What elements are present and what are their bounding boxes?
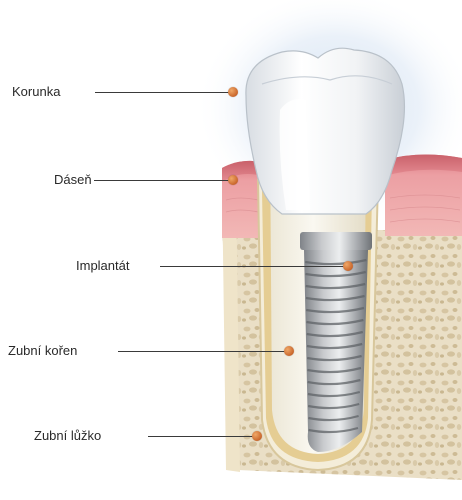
leader-implant	[160, 266, 348, 267]
marker-implant	[343, 261, 353, 271]
label-root: Zubní kořen	[8, 343, 77, 359]
marker-crown	[228, 87, 238, 97]
leader-socket	[148, 436, 258, 437]
label-implant: Implantát	[76, 258, 129, 274]
label-crown: Korunka	[12, 84, 60, 100]
label-socket: Zubní lůžko	[34, 428, 101, 444]
label-gum: Dáseň	[54, 172, 92, 188]
leader-root	[118, 351, 288, 352]
crown-shape	[246, 48, 405, 214]
crown-highlight	[280, 99, 310, 210]
implant-screw	[300, 232, 372, 452]
leader-crown	[95, 92, 233, 93]
marker-socket	[252, 431, 262, 441]
marker-root	[284, 346, 294, 356]
marker-gum	[228, 175, 238, 185]
leader-gum	[94, 180, 232, 181]
